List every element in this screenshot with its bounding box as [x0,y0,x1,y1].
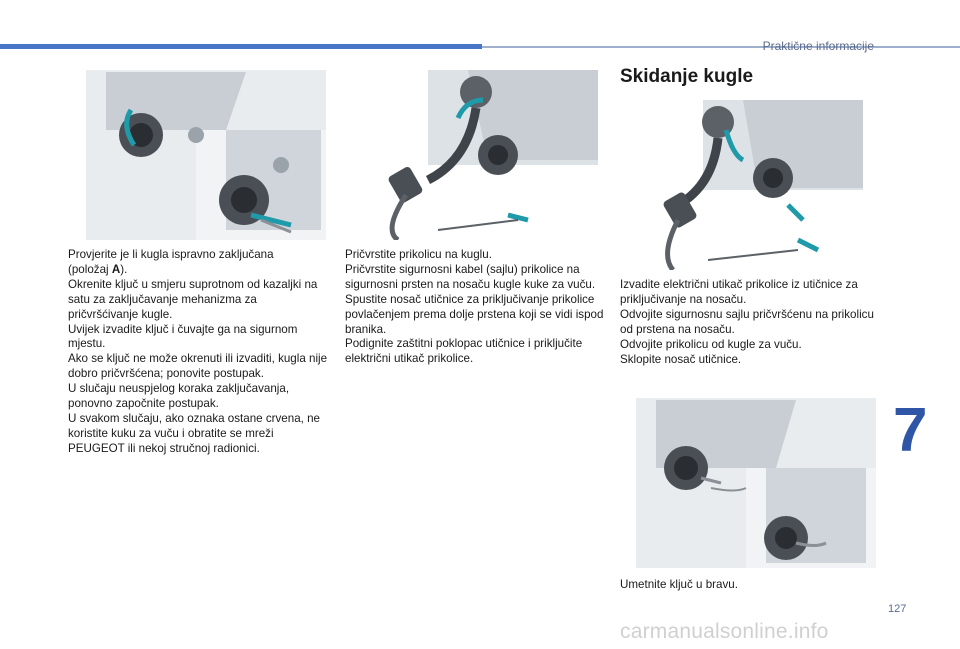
section-title: Skidanje kugle [620,66,754,87]
column3-paragraph: Odvojite sigurnosnu sajlu pričvršćenu na… [620,307,874,336]
column1-paragraph: Uvijek izvadite ključ i čuvajte ga na si… [68,322,298,351]
chapter-number: 7 [893,396,928,465]
column2-paragraph: Podignite zaštitni poklopac utičnice i p… [345,337,583,366]
column2-text: Pričvrstite prikolicu na kuglu. Pričvrst… [345,248,605,367]
column3-paragraph: Odvojite prikolicu od kugle za vuču. [620,337,802,351]
column2-paragraph: Pričvrstite sigurnosni kabel (sajlu) pri… [345,262,596,291]
watermark: carmanualsonline.info [620,620,829,643]
column1-paragraph: Ako se ključ ne može okrenuti ili izvadi… [68,352,328,381]
final-step-text: Umetnite ključ u bravu. [620,578,738,591]
column1-paragraph: Okrenite ključ u smjeru suprotnom od kaz… [68,277,318,321]
column3-text: Izvadite električni utikač prikolice iz … [620,278,880,367]
column2-paragraph: Spustite nosač utičnice za priključivanj… [345,292,604,336]
column2-paragraph: Pričvrstite prikolicu na kuglu. [345,248,492,261]
figure-insert-key [626,398,876,568]
column3-paragraph: Sklopite nosač utičnice. [620,352,742,366]
figure-attach-trailer [368,70,598,240]
column3-paragraph: Izvadite električni utikač prikolice iz … [620,278,858,306]
figure-remove-ball [648,100,863,270]
header-rule [482,46,960,48]
section-header: Praktične informacije [762,39,874,53]
column1-text: Provjerite je li kugla ispravno zaključa… [68,248,328,457]
header-accent-bar [0,44,482,49]
column1-paragraph: U svakom slučaju, ako oznaka ostane crve… [68,411,320,455]
column1-paragraph: U slučaju neuspjelog koraka zaključavanj… [68,382,290,411]
page-number: 127 [888,603,907,615]
column1-line2: (položaj A). [68,262,128,276]
column1-line1: Provjerite je li kugla ispravno zaključa… [68,248,274,261]
figure-key-lock [76,70,326,240]
